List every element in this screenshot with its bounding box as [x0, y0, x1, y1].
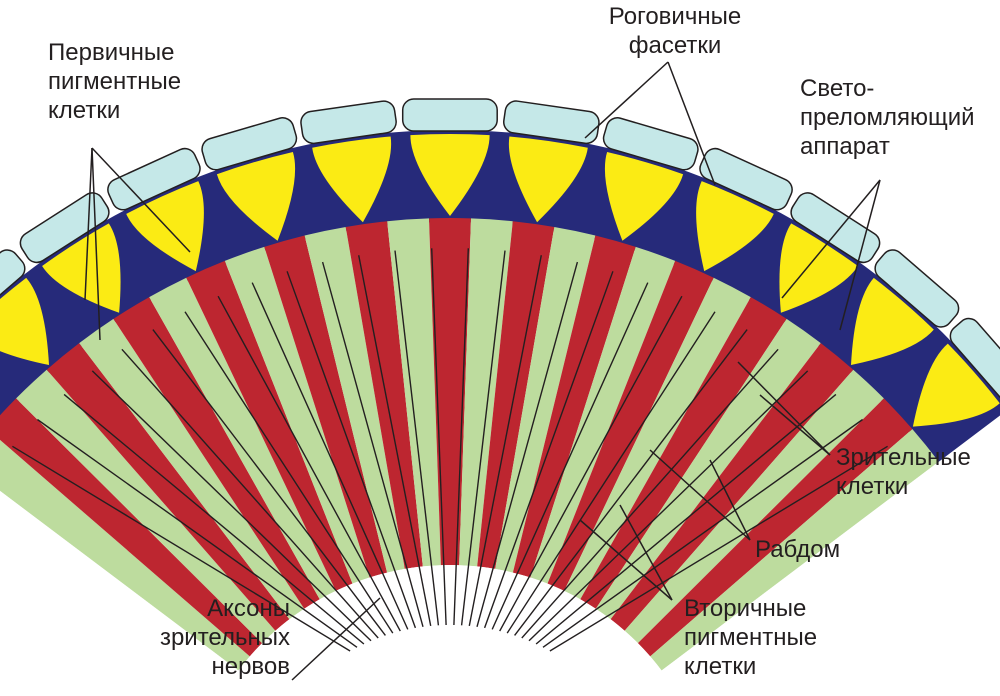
label-rhabdom: Рабдом	[755, 535, 840, 564]
label-optic-nerve-axons: Аксоны зрительных нервов	[120, 594, 290, 681]
label-secondary-pigment-cells: Вторичные пигментные клетки	[684, 594, 817, 681]
ommatidia-fan	[0, 130, 1000, 670]
label-corneal-facets: Роговичные фасетки	[590, 2, 760, 60]
label-visual-cells: Зрительные клетки	[836, 443, 971, 501]
corneal-facet	[403, 99, 498, 131]
label-primary-pigment-cells: Первичные пигментные клетки	[48, 38, 181, 125]
label-refractive-apparatus: Свето- преломляющий аппарат	[800, 74, 975, 161]
